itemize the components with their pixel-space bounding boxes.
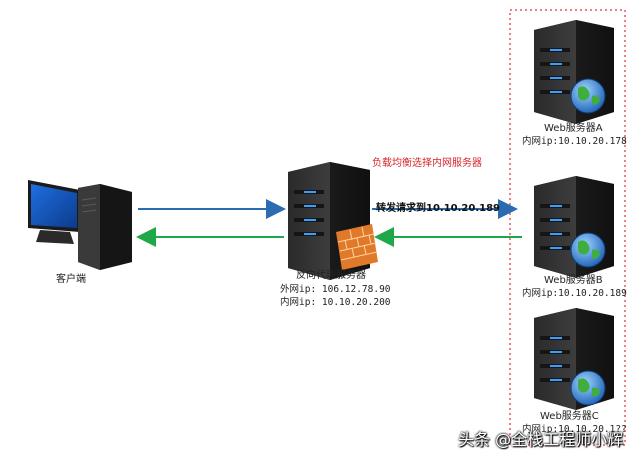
server-b-label: Web服务器B <box>544 275 603 286</box>
forward-request-label: 转发请求到10.10.20.189 <box>376 203 501 214</box>
web-server-b-icon <box>534 176 614 278</box>
client-computer-icon <box>28 180 132 270</box>
load-balance-label: 负载均衡选择内网服务器 <box>372 158 482 169</box>
server-b-ip: 内网ip:10.10.20.189 <box>522 288 627 299</box>
proxy-external-ip: 外网ip: 106.12.78.90 <box>280 284 391 295</box>
web-server-a-icon <box>534 20 614 124</box>
server-a-ip: 内网ip:10.10.20.178 <box>522 136 627 147</box>
watermark: 头条 @全栈工程师小辉 <box>458 430 624 449</box>
client-label: 客户端 <box>56 274 86 285</box>
server-c-ip: 内网ip:10.10.20.1?? <box>522 424 627 435</box>
proxy-label: 反向代理服务器 <box>296 270 366 281</box>
web-server-c-icon <box>534 308 614 410</box>
proxy-internal-ip: 内网ip: 10.10.20.200 <box>280 297 391 308</box>
firewall-icon <box>336 224 378 270</box>
server-c-label: Web服务器C <box>540 411 599 422</box>
server-a-label: Web服务器A <box>544 123 603 134</box>
